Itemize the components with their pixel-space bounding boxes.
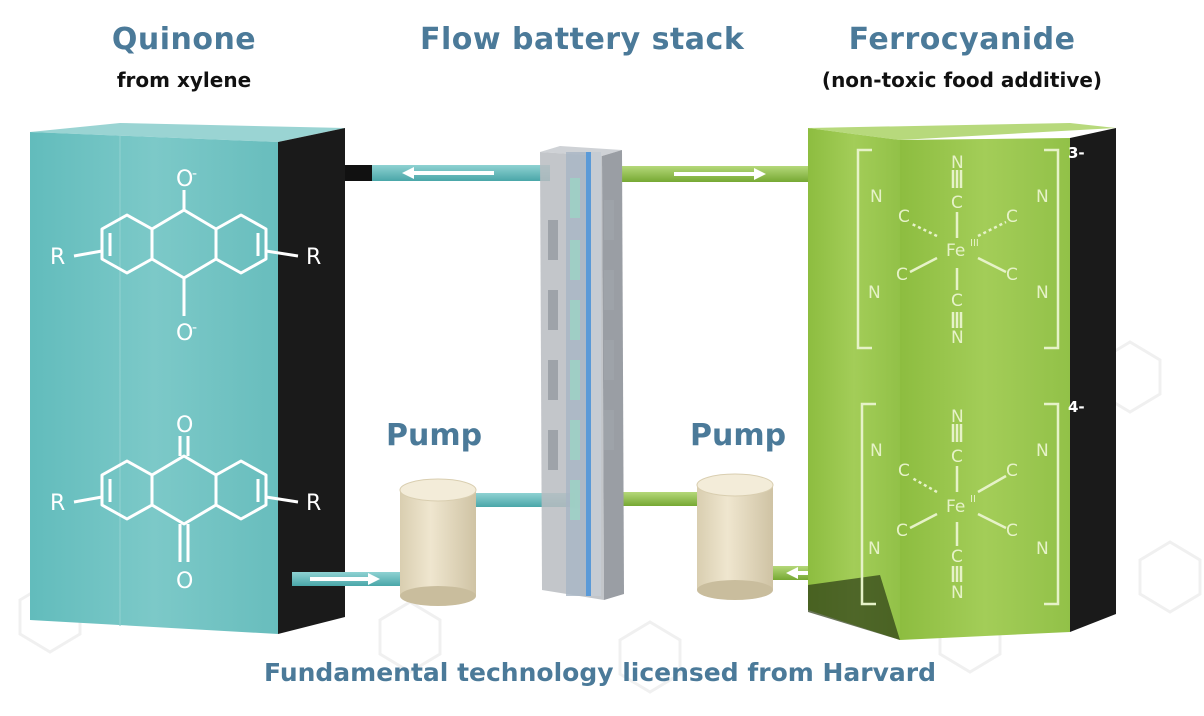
quinone-reduced-molecule [73,436,299,562]
ligand-c-lower-right: C [1006,521,1018,541]
ligand-c-upper-right: C [1006,207,1018,227]
substituent-left-label: R [50,245,65,270]
quinone-oxidized-molecule [73,190,299,316]
ferrocyanide-labels: Fe II N C C N N C C N N C C N [868,407,1049,603]
iron-label: Fe [946,497,965,517]
oxidation-state-label: III [970,238,979,249]
quinone-heading: Quinone [111,22,257,57]
ferrocyanide-subheading: (non-toxic food additive) [821,68,1103,92]
ligand-c-top: C [951,193,963,213]
ligand-n-bottom: N [951,328,964,348]
right-top-pipe [612,166,812,182]
ligand-n-lower-right: N [1036,539,1049,559]
ligand-n-lower-left: N [868,283,881,303]
ligand-c-lower-left: C [896,265,908,285]
oxygen-bottom-label: O [176,569,193,594]
substituent-right-label: R [306,245,321,270]
left-pump-label: Pump [386,418,483,453]
oxygen-bottom-label: O [176,321,193,346]
ligand-c-upper-right: C [1006,461,1018,481]
ferrocyanide-complex [860,402,1060,606]
ferrocyanide-charge-label: 4- [1068,398,1085,416]
flow-arrow-left-icon [402,167,494,179]
ligand-c-lower-right: C [1006,265,1018,285]
right-pump-label: Pump [690,418,787,453]
ligand-n-upper-right: N [1036,441,1049,461]
quinone-subheading: from xylene [116,68,252,92]
ligand-n-lower-left: N [868,539,881,559]
ligand-c-top: C [951,447,963,467]
substituent-right-label: R [306,491,321,516]
ferricyanide-complex [856,148,1060,350]
ligand-n-top: N [951,153,964,173]
ligand-n-upper-left: N [870,441,883,461]
ferrocyanide-tank [808,123,1116,640]
substituent-left-label: R [50,491,65,516]
ligand-n-bottom: N [951,583,964,603]
ligand-c-upper-left: C [898,461,910,481]
ferricyanide-labels: Fe III N C C N N C C N N C C N [868,153,1049,348]
licensing-footer: Fundamental technology licensed from Har… [263,658,937,687]
right-stack-to-pump-pipe [612,492,704,506]
oxygen-top-label: O [176,413,193,438]
ferricyanide-charge-label: 3- [1068,144,1085,162]
battery-stack [540,146,624,600]
ligand-n-lower-right: N [1036,283,1049,303]
quinone-oxidized-labels: O - O - R R [50,166,321,346]
oxidation-state-label: II [970,494,976,505]
ligand-c-bottom: C [951,547,963,567]
ligand-n-upper-left: N [870,187,883,207]
flow-arrow-right-icon [310,573,380,585]
quinone-reduced-labels: O O R R [50,413,321,594]
left-pump [399,478,477,606]
ligand-c-bottom: C [951,291,963,311]
left-top-pipe [345,165,550,181]
flow-arrow-right-icon [674,168,766,180]
ferrocyanide-heading: Ferrocyanide [848,22,1076,57]
ligand-n-upper-right: N [1036,187,1049,207]
left-bottom-pipe [292,572,406,586]
charge-top-label: - [192,166,197,182]
oxygen-top-label: O [176,167,193,192]
ligand-c-lower-left: C [896,521,908,541]
iron-label: Fe [946,241,965,261]
right-pump [696,473,774,600]
stack-heading: Flow battery stack [420,22,745,57]
charge-bottom-label: - [192,320,197,336]
ligand-n-top: N [951,407,964,427]
ligand-c-upper-left: C [898,207,910,227]
